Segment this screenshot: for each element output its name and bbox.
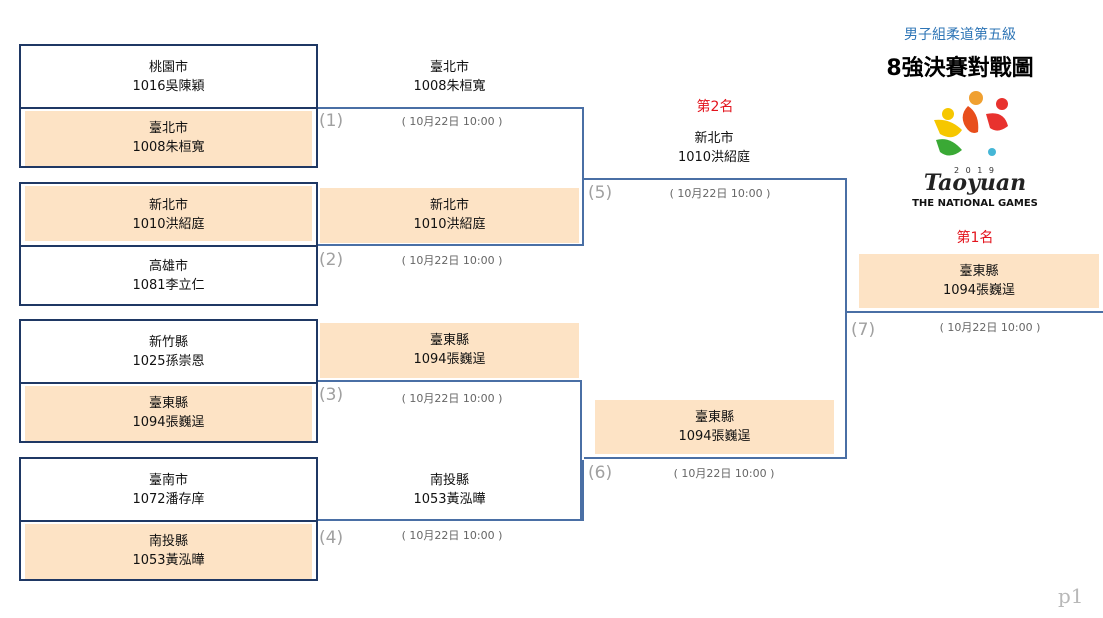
- round3-entry-2: 臺東縣 1094張巍逞: [595, 406, 834, 448]
- round1-entry-6: 臺東縣 1094張巍逞: [21, 392, 316, 434]
- taoyuan-logo-icon: [934, 91, 1008, 156]
- bracket-subtitle: 男子組柔道第五級: [904, 27, 1016, 43]
- entry-name: 1010洪紹庭: [677, 150, 751, 165]
- match-time-5: ( 10月22日 10:00 ): [669, 187, 771, 200]
- entry-name: 1094張巍逞: [678, 429, 751, 444]
- logo-wordmark: Taoyuan: [923, 170, 1027, 196]
- entry-name: 1016吳陳穎: [132, 79, 205, 94]
- match-time-7: ( 10月22日 10:00 ): [939, 321, 1041, 334]
- page-number: p1: [1058, 584, 1084, 608]
- round1-winner-fill-3: [25, 186, 312, 241]
- entry-city: 臺南市: [148, 473, 188, 488]
- match-number-5: (5): [588, 183, 613, 203]
- connector-line: [582, 107, 584, 246]
- match-number-1: (1): [319, 111, 344, 131]
- first-place-label: 第1名: [956, 230, 994, 246]
- connector-line: [847, 311, 1103, 313]
- entry-name: 1094張巍逞: [942, 283, 1016, 298]
- round1-entry-2: 臺北市 1008朱桓寬: [21, 117, 316, 159]
- match-time-3: ( 10月22日 10:00 ): [401, 392, 503, 405]
- entry-city: 臺東縣: [429, 333, 469, 348]
- round1-winner-fill-2: [25, 111, 312, 166]
- champion-entry: 臺東縣 1094張巍逞: [859, 260, 1099, 302]
- second-place-label: 第2名: [696, 99, 734, 115]
- round1-entry-1: 桃園市 1016吳陳穎: [21, 56, 316, 98]
- bracket-title: 8強決賽對戰圖: [886, 56, 1034, 81]
- round1-entry-3: 新北市 1010洪紹庭: [21, 194, 316, 236]
- entry-city: 桃園市: [148, 60, 188, 75]
- match-time-4: ( 10月22日 10:00 ): [401, 529, 503, 542]
- entry-name: 1094張巍逞: [413, 352, 486, 367]
- round1-entry-4: 高雄市 1081李立仁: [21, 255, 316, 297]
- entry-name: 1025孫崇恩: [132, 354, 205, 369]
- entry-city: 臺東縣: [959, 264, 999, 279]
- round3-winner-fill: [595, 400, 834, 454]
- round2-entry-4: 南投縣 1053黃泓曄: [320, 469, 579, 511]
- entry-name: 1094張巍逞: [132, 415, 205, 430]
- connector-line: [318, 380, 582, 382]
- entry-city: 新北市: [429, 198, 469, 213]
- entry-city: 新北市: [148, 198, 188, 213]
- match-time-1: ( 10月22日 10:00 ): [401, 115, 503, 128]
- round1-entry-8: 南投縣 1053黃泓曄: [21, 530, 316, 572]
- connector-line: [580, 380, 582, 521]
- entry-city: 臺東縣: [148, 396, 188, 411]
- round1-entry-5: 新竹縣 1025孫崇恩: [21, 331, 316, 373]
- logo-caption: THE NATIONAL GAMES: [912, 198, 1038, 209]
- round2-winner-fill-3: [320, 323, 579, 378]
- champion-fill: [859, 254, 1099, 308]
- round1-winner-fill-6: [25, 386, 312, 441]
- entry-name: 1010洪紹庭: [132, 217, 205, 232]
- entry-city: 臺東縣: [694, 410, 734, 425]
- match-number-6: (6): [588, 463, 613, 483]
- connector-line: [318, 244, 584, 246]
- logo-year: 2 0 1 9: [954, 166, 996, 175]
- entry-city: 高雄市: [148, 259, 188, 274]
- connector-line: [318, 107, 584, 109]
- entry-name: 1053黃泓曄: [132, 553, 205, 568]
- match-number-2: (2): [319, 250, 344, 270]
- match-number-7: (7): [851, 320, 876, 340]
- entry-name: 1072潘存庠: [132, 492, 205, 507]
- entry-name: 1008朱桓寬: [132, 140, 205, 155]
- match-number-3: (3): [319, 385, 344, 405]
- connector-line: [582, 460, 584, 521]
- entry-name: 1008朱桓寬: [413, 79, 486, 94]
- entry-city: 南投縣: [429, 473, 469, 488]
- round1-box-7: [19, 457, 318, 523]
- round1-box-1: [19, 44, 318, 110]
- entry-city: 南投縣: [148, 534, 188, 549]
- entry-name: 1053黃泓曄: [413, 492, 486, 507]
- connector-line: [584, 178, 847, 180]
- entry-city: 新北市: [694, 131, 734, 146]
- entry-name: 1081李立仁: [132, 278, 205, 293]
- round2-winner-fill-2: [320, 188, 579, 243]
- entry-name: 1010洪紹庭: [413, 217, 486, 232]
- round1-entry-7: 臺南市 1072潘存庠: [21, 469, 316, 511]
- round1-winner-fill-8: [25, 524, 312, 579]
- match-time-2: ( 10月22日 10:00 ): [401, 254, 503, 267]
- connector-line: [318, 519, 584, 521]
- connector-line: [845, 178, 847, 459]
- match-time-6: ( 10月22日 10:00 ): [673, 467, 775, 480]
- games-logo: 2 0 1 9 Taoyuan THE NATIONAL GAMES: [910, 84, 1040, 214]
- round3-entry-1: 新北市 1010洪紹庭: [595, 127, 833, 169]
- round2-entry-2: 新北市 1010洪紹庭: [320, 194, 579, 236]
- round2-entry-3: 臺東縣 1094張巍逞: [320, 329, 579, 371]
- entry-city: 臺北市: [148, 121, 188, 136]
- round2-entry-1: 臺北市 1008朱桓寬: [320, 56, 579, 98]
- entry-city: 臺北市: [429, 60, 469, 75]
- connector-line: [584, 457, 847, 459]
- entry-city: 新竹縣: [148, 335, 188, 350]
- round1-box-4: [19, 245, 318, 306]
- match-number-4: (4): [319, 528, 344, 548]
